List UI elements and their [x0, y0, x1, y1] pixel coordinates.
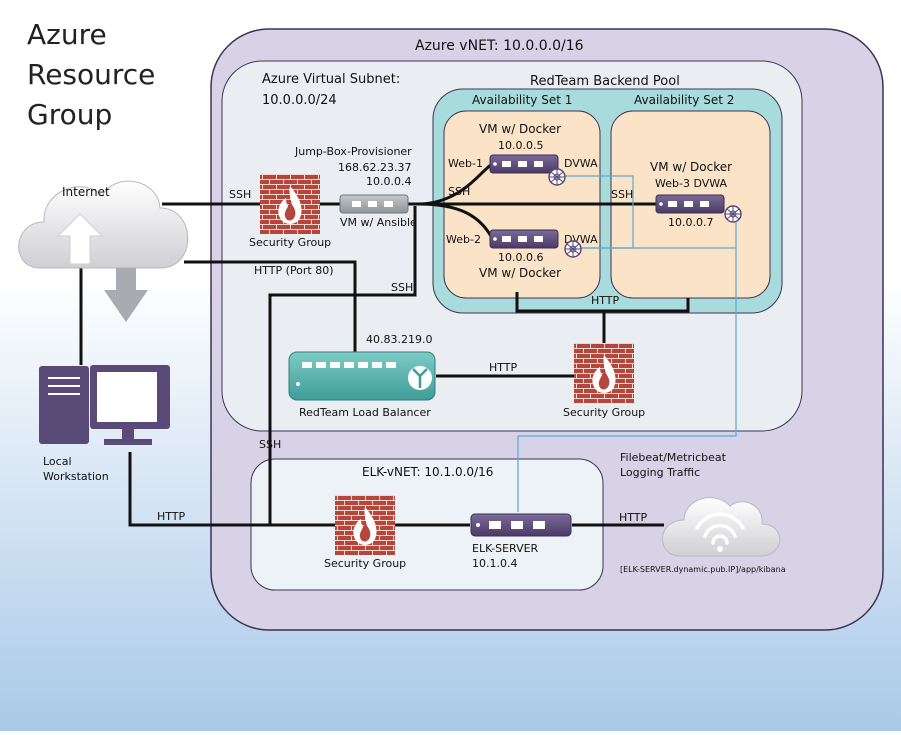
- internet-label: Internet: [62, 185, 110, 199]
- jumpbox-public-ip: 168.62.23.37: [338, 161, 411, 174]
- vm2-title: VM w/ Docker: [479, 266, 561, 280]
- kibana-cloud: [662, 497, 781, 557]
- workstation-label-line-2: Workstation: [43, 470, 109, 483]
- security-group-elk-icon: [335, 495, 395, 555]
- http-kibana-label: HTTP: [619, 511, 648, 524]
- vm3-title: VM w/ Docker: [650, 160, 732, 174]
- http-port80-label: HTTP (Port 80): [254, 264, 334, 277]
- vm2-ip: 10.0.0.6: [498, 251, 543, 264]
- logging-lines: [517, 175, 737, 512]
- subnet-title-line-1: Azure Virtual Subnet:: [262, 72, 400, 87]
- vm1-title: VM w/ Docker: [479, 122, 561, 136]
- elk-vnet-title: ELK-vNET: 10.1.0.0/16: [362, 465, 493, 479]
- jumpbox-server-icon: [339, 194, 409, 214]
- ssh-elk-label: SSH: [259, 438, 281, 451]
- vm1-ip: 10.0.0.5: [498, 139, 543, 152]
- lb-name: RedTeam Load Balancer: [299, 406, 431, 419]
- jumpbox-name: Jump-Box-Provisioner: [294, 145, 412, 158]
- subnet-title-line-2: 10.0.0.0/24: [262, 93, 337, 108]
- vm2-server-icon: [489, 229, 559, 249]
- upload-arrow-icon: [56, 213, 104, 265]
- resource-group-line-1: Azure: [27, 18, 107, 51]
- azure-vnet-title: Azure vNET: 10.0.0.0/16: [415, 38, 584, 54]
- vm1-app: DVWA: [564, 157, 598, 170]
- security-group-jumpbox-label: Security Group: [249, 236, 331, 249]
- resource-group-line-3: Group: [27, 98, 112, 131]
- availability-set-2-label: Availability Set 2: [634, 93, 734, 107]
- resource-group-line-2: Resource: [27, 58, 155, 91]
- http-pool-label: HTTP: [591, 294, 620, 307]
- jumpbox-caption: VM w/ Ansible: [340, 216, 417, 229]
- ssh-internet-label: SSH: [229, 188, 251, 201]
- jumpbox-private-ip: 10.0.0.4: [366, 175, 411, 188]
- vm1-name: Web-1: [448, 157, 483, 170]
- vm3-ip: 10.0.0.7: [668, 216, 713, 229]
- vm3-beat-globe-icon: [724, 205, 742, 223]
- logging-label-line-1: Filebeat/Metricbeat: [620, 451, 727, 464]
- security-group-pool-label: Security Group: [563, 406, 645, 419]
- internet-cloud: [18, 180, 189, 322]
- download-arrow-icon: [104, 268, 148, 322]
- line-jumpbox-to-web2: [417, 202, 494, 239]
- kibana-url: [ELK-SERVER.dynamic.pub.IP]/app/kibana: [620, 565, 786, 574]
- wifi-icon: [695, 512, 745, 545]
- logging-label-line-2: Logging Traffic: [620, 466, 700, 479]
- availability-set-1-label: Availability Set 1: [472, 93, 572, 107]
- vm2-beat-globe-icon: [564, 240, 582, 258]
- elk-server-ip: 10.1.0.4: [472, 557, 517, 570]
- vm3-server-icon: [655, 194, 725, 214]
- vm1-beat-globe-icon: [548, 168, 566, 186]
- workstation-label-line-1: Local: [43, 455, 72, 468]
- ssh-jump-down-label: SSH: [391, 281, 413, 294]
- elk-server-icon: [470, 513, 572, 537]
- vm3-name-app: Web-3 DVWA: [655, 177, 728, 190]
- workstation-icon: [39, 365, 170, 445]
- http-lb-label: HTTP: [489, 361, 518, 374]
- security-group-elk-label: Security Group: [324, 557, 406, 570]
- security-group-jumpbox-icon: [260, 174, 320, 234]
- line-jumpbox-to-elk: [268, 206, 417, 525]
- ssh-web3-label: SSH: [611, 188, 633, 201]
- vm2-name: Web-2: [446, 233, 481, 246]
- security-group-pool-icon: [574, 343, 634, 403]
- http-workstation-label: HTTP: [157, 510, 186, 523]
- load-balancer-icon: [288, 351, 436, 401]
- lb-ip: 40.83.219.0: [366, 333, 432, 346]
- backend-pool-title: RedTeam Backend Pool: [530, 74, 680, 89]
- line-http-port80: [184, 260, 357, 352]
- elk-server-name: ELK-SERVER: [472, 542, 539, 555]
- log-line-web3-elk: [517, 220, 737, 512]
- ssh-backend-label: SSH: [448, 185, 470, 198]
- vm1-server-icon: [489, 154, 559, 174]
